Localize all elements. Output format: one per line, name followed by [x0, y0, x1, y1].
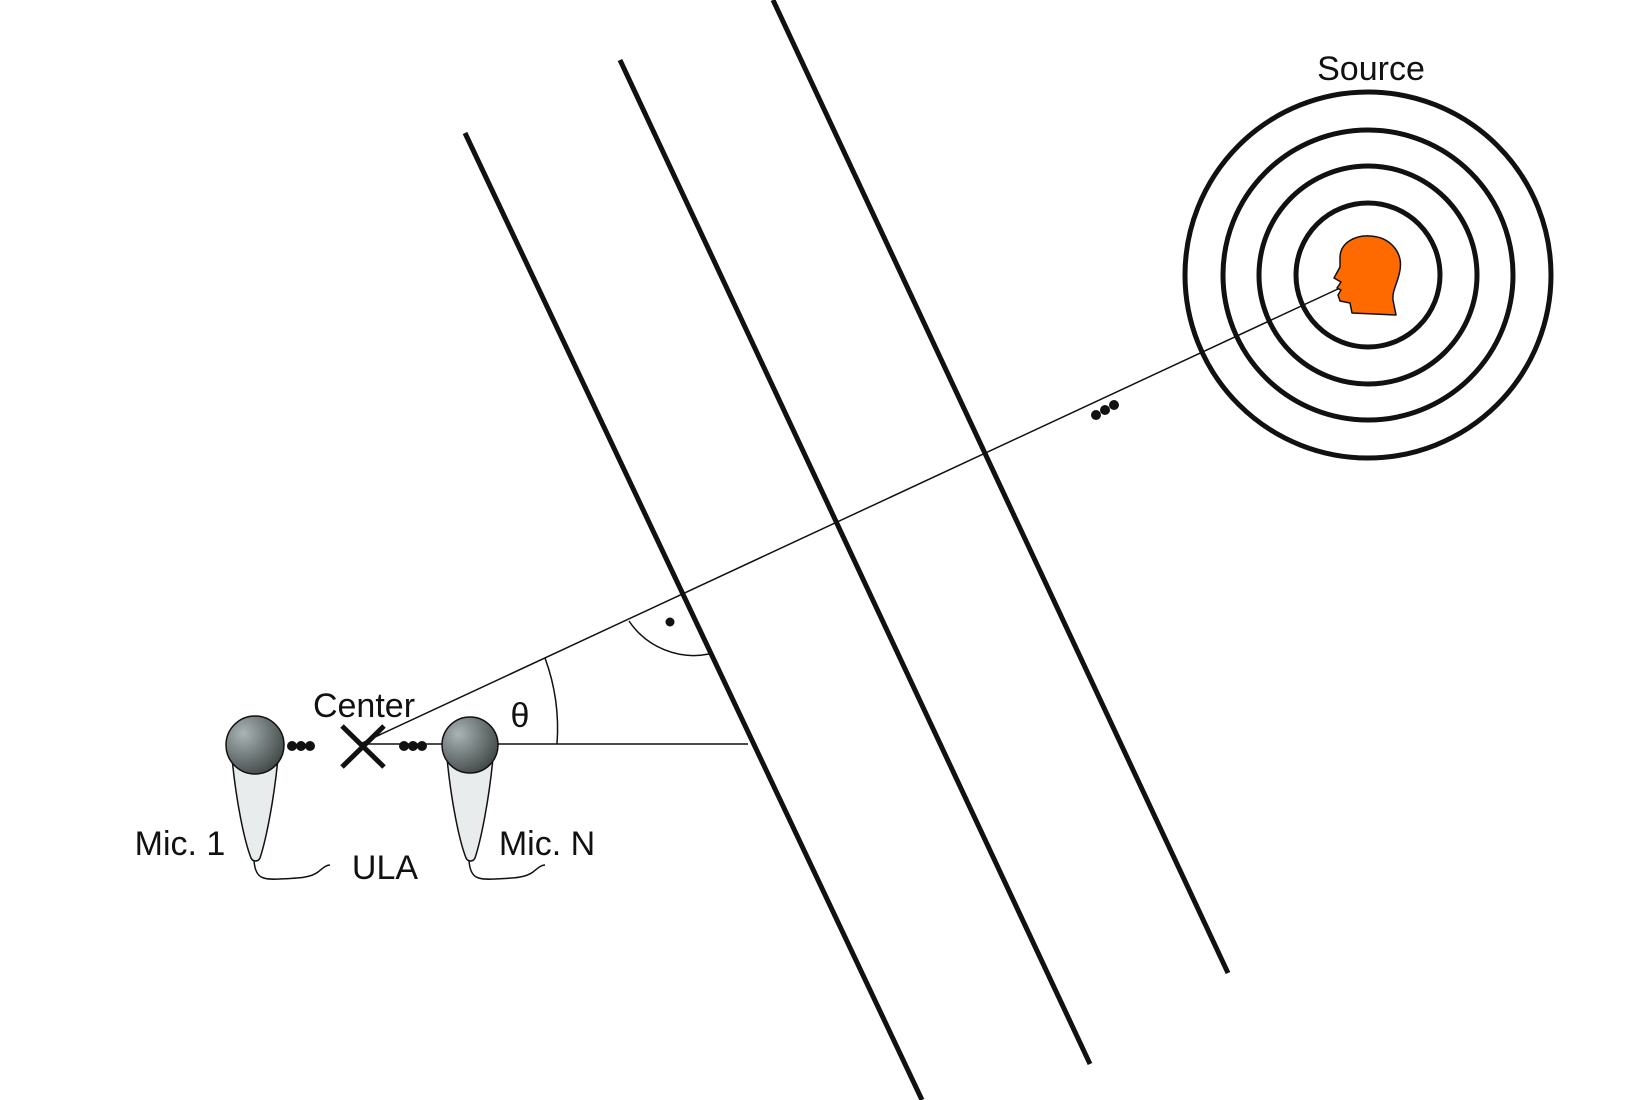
cross-icon: [340, 724, 386, 769]
theta-label: θ: [511, 697, 530, 735]
mic-1-cable: [253, 859, 331, 880]
wave-ring-3: [1220, 127, 1516, 423]
wave-ring-1: [1293, 200, 1443, 350]
right-angle-marker-icon: [628, 617, 710, 657]
mic-n-cable: [468, 859, 546, 880]
wavefront-1: [462, 131, 925, 1100]
mic-n-body: [446, 757, 494, 862]
ellipsis-dots-icon: [399, 741, 427, 751]
ula-label: ULA: [352, 849, 418, 887]
microphone-n: [441, 716, 546, 880]
microphone-icon: [441, 716, 499, 774]
theta-arc: [544, 657, 559, 745]
mic-n-label: Mic. N: [499, 825, 595, 863]
wavefront-3: [770, 0, 1231, 975]
ellipsis-dots-icon: [287, 741, 315, 751]
ellipsis-dots-icon: [1091, 400, 1119, 420]
microphone-icon: [225, 715, 285, 775]
wave-ring-2: [1256, 163, 1480, 387]
wave-ring-4: [1182, 89, 1554, 461]
direction-line: [359, 274, 1369, 745]
center-label: Center: [313, 687, 415, 725]
source-wave-rings: [1182, 89, 1554, 461]
plane-wavefronts: [462, 0, 1231, 1100]
mic-1-body: [231, 757, 279, 862]
head-icon: [1333, 235, 1402, 316]
microphone-1: [225, 715, 331, 880]
wavefront-2: [617, 58, 1093, 1066]
mic-1-label: Mic. 1: [135, 825, 226, 863]
source-label: Source: [1317, 50, 1425, 88]
